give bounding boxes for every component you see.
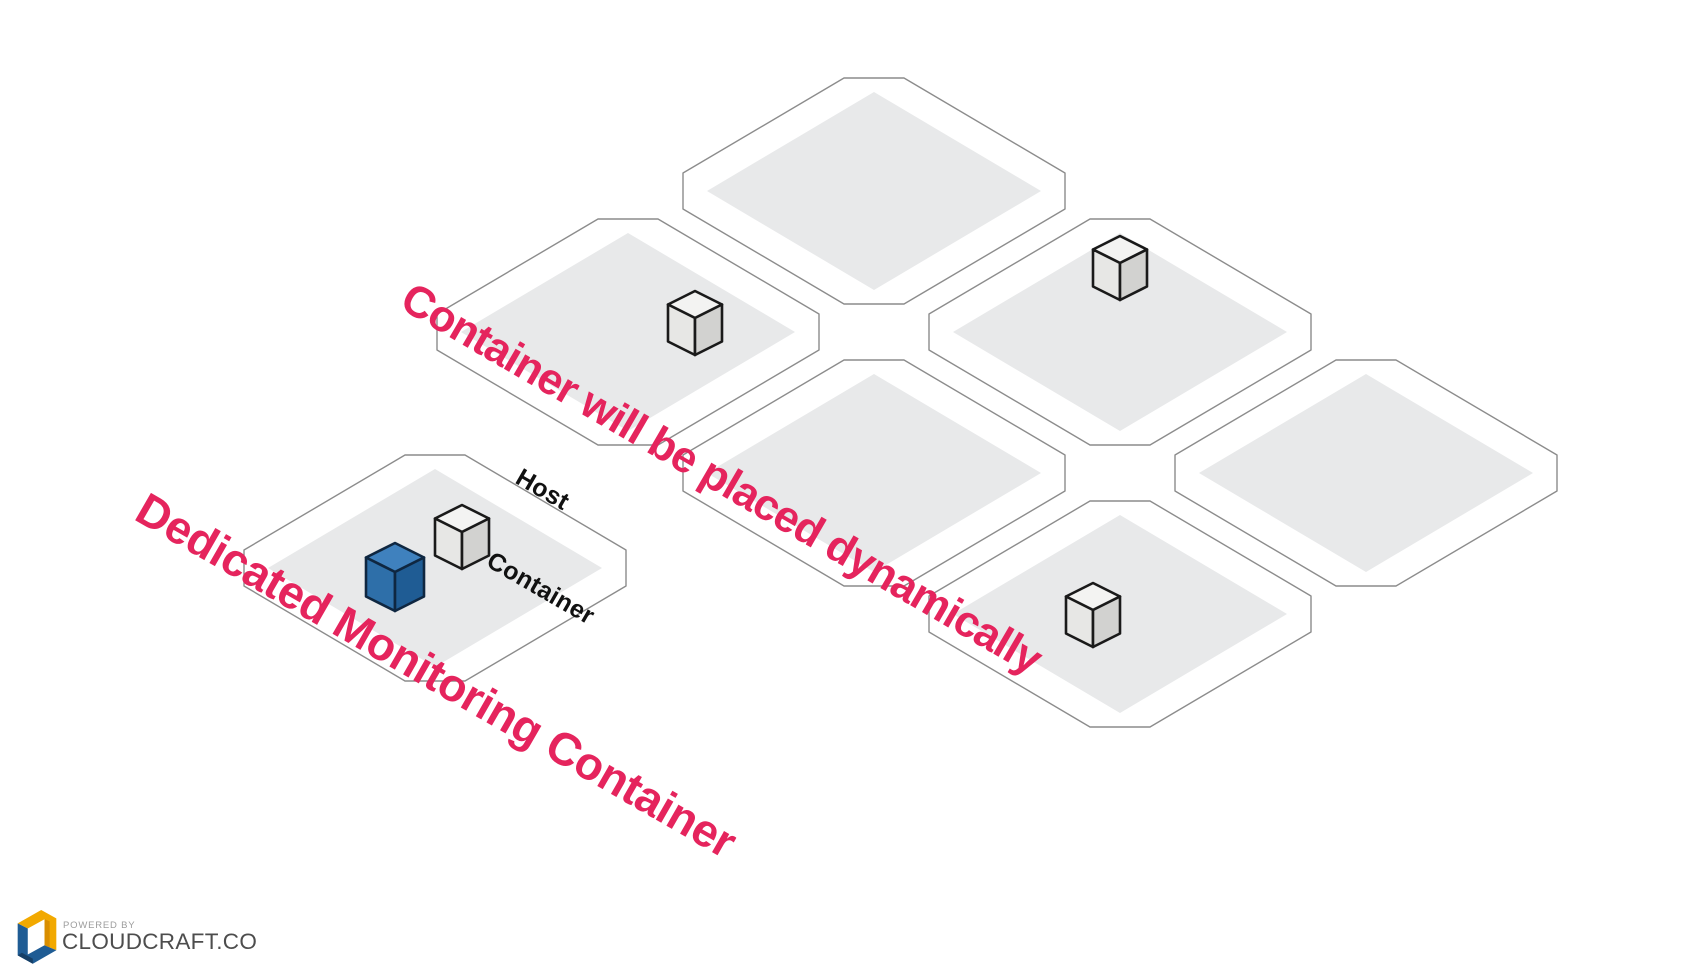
cube-right-face [393, 556, 426, 613]
host-1-tile[interactable] [682, 77, 1066, 305]
host-4-tile[interactable] [682, 359, 1066, 587]
host-pad [461, 233, 795, 431]
logo-yellow-shade [44, 919, 50, 948]
host-2-tile[interactable] [436, 218, 820, 446]
host-pad [707, 374, 1041, 572]
cloudcraft-logo-icon [17, 909, 57, 964]
cube-right-face [1118, 248, 1149, 302]
host-3-tile[interactable] [928, 218, 1312, 446]
powered-by-text: POWERED BY [63, 920, 136, 931]
host-6-tile[interactable] [928, 500, 1312, 728]
monitoring-container-cube[interactable] [364, 541, 426, 613]
container-cube[interactable] [666, 289, 724, 357]
container-cube[interactable] [1064, 581, 1122, 649]
cube-right-face [460, 517, 491, 571]
container-cube[interactable] [1091, 234, 1149, 302]
host-pad [268, 469, 602, 667]
monitoring-host-tile[interactable] [243, 454, 627, 682]
host-pad [707, 92, 1041, 290]
cube-right-face [693, 303, 724, 357]
container-cube[interactable] [433, 503, 491, 571]
host-5-tile[interactable] [1174, 359, 1558, 587]
logo-blue-shade [17, 952, 33, 964]
cloudcraft-logo[interactable]: POWERED BY CLOUDCRAFT.CO [16, 903, 276, 971]
host-pad [953, 233, 1287, 431]
cube-right-face [1091, 595, 1122, 649]
logo-blue-bracket [17, 923, 57, 964]
brand-text: CLOUDCRAFT.CO [62, 929, 258, 954]
host-pad [1199, 374, 1533, 572]
